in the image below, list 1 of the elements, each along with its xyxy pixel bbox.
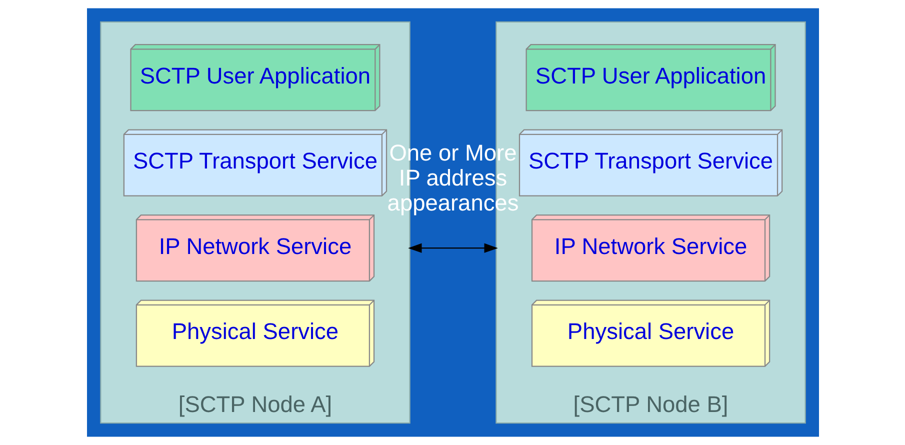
arrow	[408, 243, 498, 253]
